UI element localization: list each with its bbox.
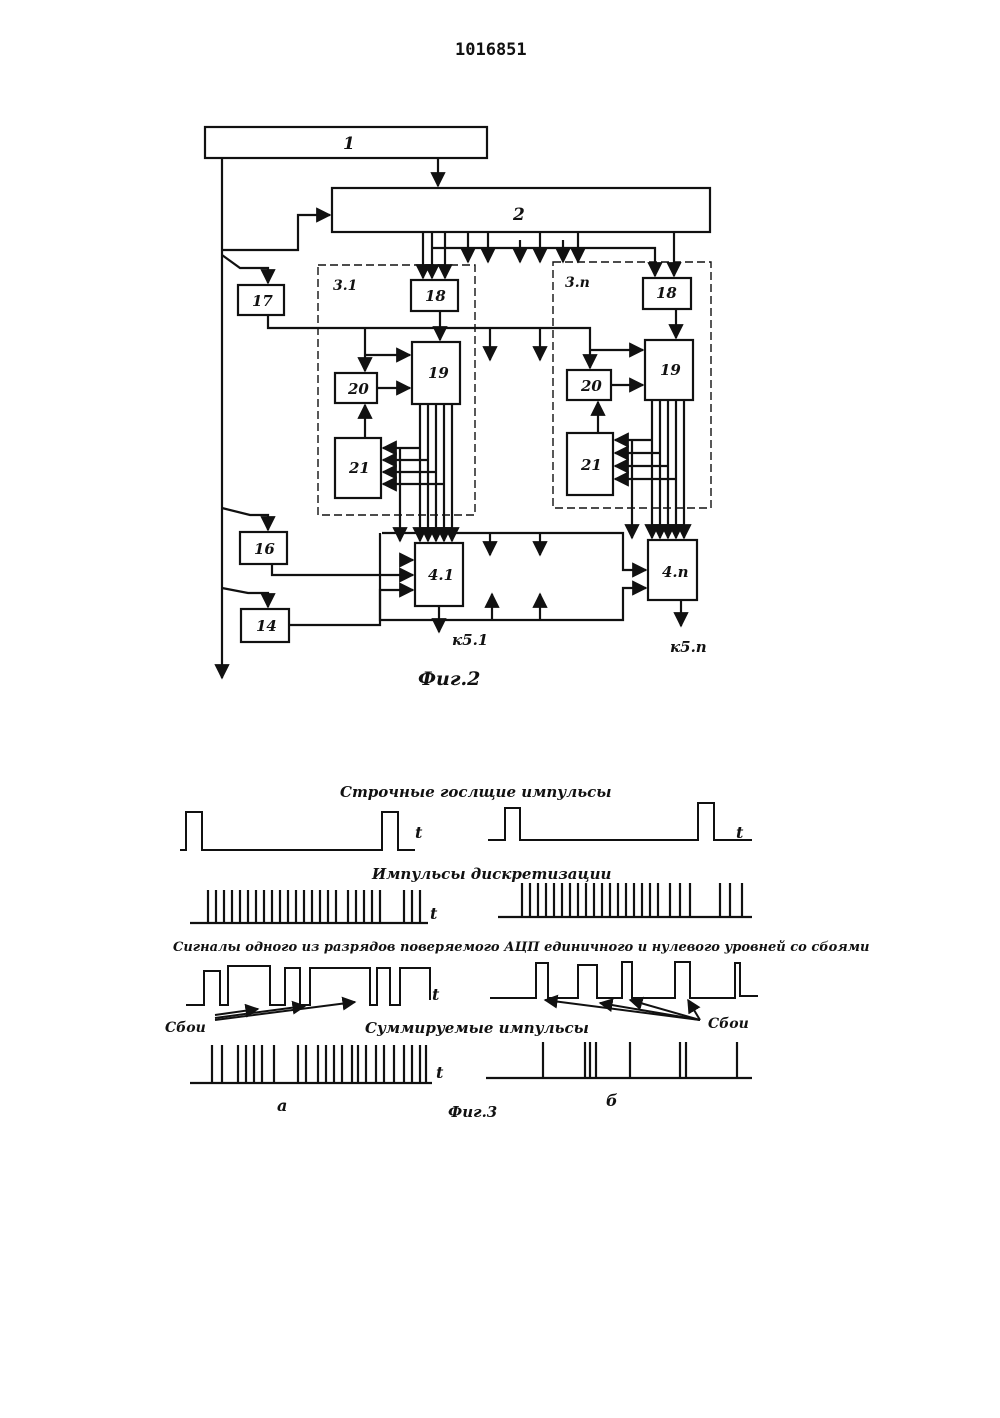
row4-title: Суммируемые импульсы xyxy=(365,1019,589,1037)
fault-label-right: Сбои xyxy=(708,1016,749,1032)
row2-title: Импульсы дискретизации xyxy=(371,865,611,883)
panel-a-label: а xyxy=(277,1096,287,1115)
row1-waveform-a xyxy=(180,812,415,850)
figure-2-caption: Фиг.2 xyxy=(418,668,480,690)
label-block-19-first: 19 xyxy=(428,364,449,382)
panel-b-label: б xyxy=(606,1091,618,1110)
label-block-20-last: 20 xyxy=(580,377,602,395)
time-label-row2-a: t xyxy=(430,904,438,923)
label-block-17: 17 xyxy=(252,292,273,310)
label-output-5-n: к5.п xyxy=(670,638,707,656)
label-block-4-1: 4.1 xyxy=(428,566,454,584)
pulse-combs xyxy=(190,883,752,1083)
label-output-5-1: к5.1 xyxy=(452,631,488,649)
time-label-row3-a: t xyxy=(432,985,440,1004)
figure-3-caption: Фиг.3 xyxy=(448,1103,497,1121)
fault-label-left: Сбои xyxy=(165,1020,206,1036)
label-block-1: 1 xyxy=(343,134,355,154)
row1-title: Строчные гослщие импульсы xyxy=(340,783,612,801)
figure-3-waveforms xyxy=(180,803,758,1020)
patent-number: 1016851 xyxy=(455,40,527,60)
figure-2-block-diagram xyxy=(205,127,711,678)
label-block-20-first: 20 xyxy=(347,380,369,398)
figure-3-labels: Строчные гослщие импульсы Импульсы дискр… xyxy=(165,783,870,1121)
label-group-3-1: 3.1 xyxy=(333,278,357,294)
label-block-4-n: 4.п xyxy=(662,563,689,581)
label-group-3-n: 3.п xyxy=(565,275,590,291)
label-block-18-last: 18 xyxy=(656,284,677,302)
time-label-row4-a: t xyxy=(436,1063,444,1082)
row3-waveform-b xyxy=(490,962,758,998)
label-block-16: 16 xyxy=(254,540,275,558)
label-block-14: 14 xyxy=(256,617,277,635)
label-block-2: 2 xyxy=(512,205,525,225)
label-block-21-first: 21 xyxy=(348,459,370,477)
figure-2-labels: 1 2 17 3.1 3.п 18 19 20 21 18 19 20 21 1… xyxy=(252,134,707,690)
label-block-19-last: 19 xyxy=(660,361,681,379)
label-block-18-first: 18 xyxy=(425,287,446,305)
row3-title: Сигналы одного из разрядов поверяемого А… xyxy=(173,940,870,955)
time-label-row1-a: t xyxy=(415,823,423,842)
row1-waveform-b xyxy=(488,803,752,840)
label-block-21-last: 21 xyxy=(580,456,602,474)
row3-waveform-a xyxy=(186,966,430,1005)
